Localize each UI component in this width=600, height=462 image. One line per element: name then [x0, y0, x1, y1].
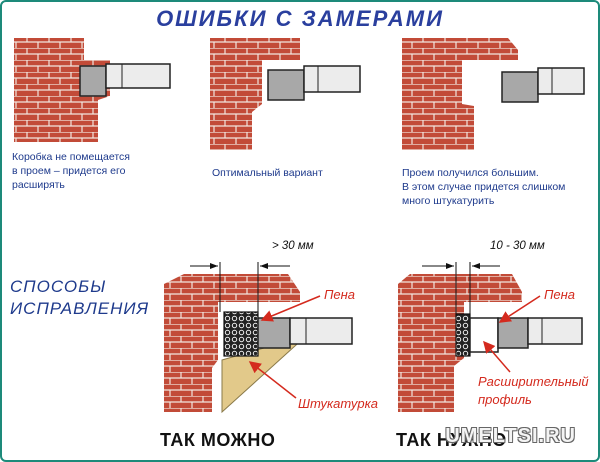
caption-right: Проем получился большим. В этом случае п…: [402, 166, 592, 208]
foam-fill-right: [455, 313, 471, 357]
plaster-arrow: [248, 361, 297, 399]
methods-label-line: ИСПРАВЛЕНИЯ: [10, 299, 150, 318]
foam-label-right: Пена: [544, 287, 576, 302]
methods-label: СПОСОБЫ ИСПРАВЛЕНИЯ: [10, 276, 149, 320]
caption-left-line: расширять: [12, 179, 65, 191]
verdict-right: ТАК НУЖНО: [396, 430, 507, 450]
wall-optimal: [210, 38, 300, 150]
profile-label-line: профиль: [478, 392, 532, 407]
caption-left: Коробка не помещается в проем – придется…: [12, 150, 182, 192]
profile-arrow: [483, 340, 511, 373]
caption-middle-line: Оптимальный вариант: [212, 167, 323, 179]
site-watermark: UMELTSI.RU: [445, 425, 576, 447]
profile-label-line: Расширительный: [478, 374, 589, 389]
foam-arrow-left: [260, 295, 321, 322]
foam-arrow-right: [498, 295, 541, 323]
caption-left-line: Коробка не помещается: [12, 151, 130, 163]
caption-middle: Оптимальный вариант: [212, 166, 382, 180]
dimension-right: [422, 262, 500, 314]
page-title: ОШИБКИ С ЗАМЕРАМИ: [156, 6, 444, 31]
dimension-left: [190, 262, 290, 312]
caption-left-line: в проем – придется его: [12, 165, 126, 177]
dimension-label-right: 10 - 30 мм: [490, 240, 545, 252]
extension-profile: [469, 317, 499, 353]
methods-label-line: СПОСОБЫ: [10, 277, 107, 296]
profile-label: Расширительный профиль: [478, 373, 589, 409]
door-frame-middle: [267, 65, 361, 101]
caption-right-line: много штукатурить: [402, 195, 495, 207]
caption-right-line: В этом случае придется слишком: [402, 181, 566, 193]
door-frame-fix-left: [257, 317, 353, 349]
foam-fill-left: [223, 311, 259, 357]
door-frame-right: [501, 67, 585, 103]
door-frame-left: [79, 63, 171, 97]
caption-right-line: Проем получился большим.: [402, 167, 539, 179]
wall-too-wide: [402, 38, 518, 150]
wall-too-narrow: [14, 38, 110, 142]
wall-fix-plaster: [164, 274, 300, 412]
foam-label-left: Пена: [324, 287, 356, 302]
dimension-label-left: > 30 мм: [272, 240, 314, 252]
door-frame-fix-right: [497, 317, 583, 349]
verdict-left: ТАК МОЖНО: [160, 430, 276, 450]
plaster-label: Штукатурка: [298, 396, 379, 411]
